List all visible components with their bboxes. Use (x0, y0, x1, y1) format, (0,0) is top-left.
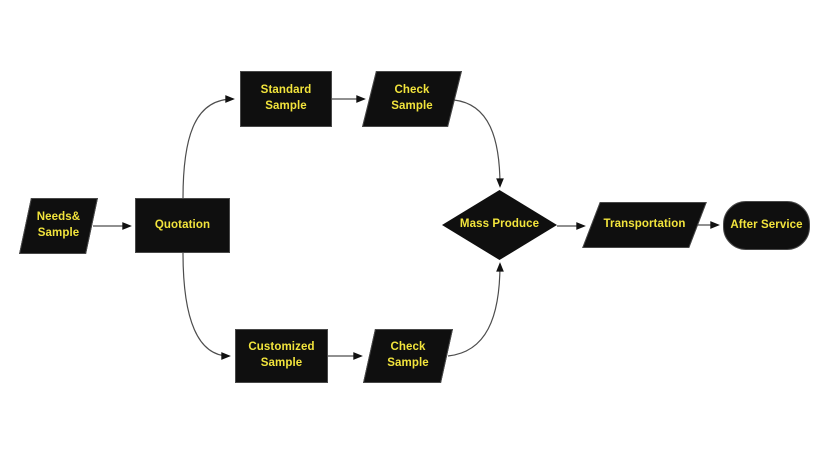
edge-quotation-to-customized-sample (182, 252, 231, 360)
edge-check-sample-bottom-to-mass-produce (447, 262, 504, 357)
node-label: After Service (730, 218, 803, 231)
node-label: Check Sample (391, 84, 433, 112)
node-check-sample-bottom: Check Sample (363, 329, 453, 383)
node-transportation: Transportation (582, 202, 707, 248)
node-standard-sample: Standard Sample (240, 71, 332, 127)
terminator-shape (723, 201, 810, 250)
node-customized-sample: Customized Sample (235, 329, 328, 383)
node-after-service: After Service (723, 201, 810, 250)
node-label: Standard Sample (260, 84, 312, 112)
node-mass-produce: Mass Produce (442, 190, 557, 260)
rectangle-shape (235, 329, 328, 383)
node-label: Transportation (603, 218, 686, 231)
node-label: Mass Produce (459, 218, 540, 231)
node-check-sample-top: Check Sample (362, 71, 462, 127)
node-label: Quotation (154, 218, 211, 231)
edge-check-sample-top-to-mass-produce (453, 99, 504, 188)
node-needs-sample: Needs& Sample (19, 198, 98, 254)
node-label: Customized Sample (248, 341, 315, 369)
node-quotation: Quotation (135, 198, 230, 253)
rectangle-shape (135, 198, 230, 253)
node-label: Check Sample (387, 341, 429, 369)
edge-quotation-to-standard-sample (182, 95, 235, 199)
node-label: Needs& Sample (36, 211, 81, 239)
rectangle-shape (240, 71, 332, 127)
